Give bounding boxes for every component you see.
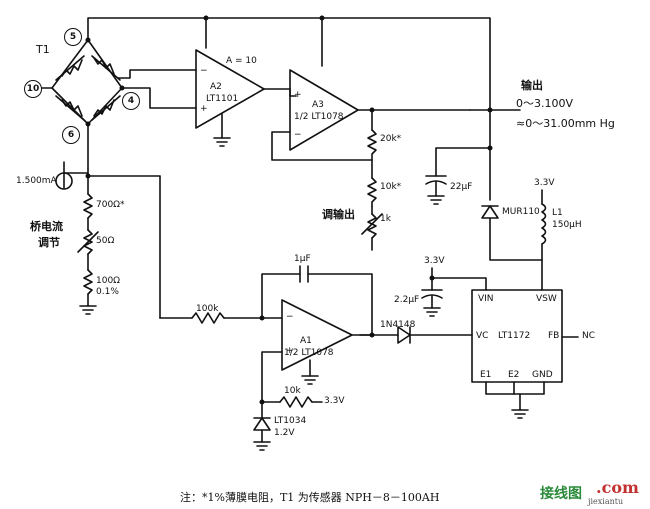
bridge-current-chain <box>55 123 161 315</box>
c-22u-label: 22μF <box>450 182 473 192</box>
amplifier-a3 <box>271 69 521 251</box>
watermark-sub: jiexiantu <box>588 497 624 506</box>
sensor-bridge <box>35 39 197 125</box>
ic-vin-label: VIN <box>478 294 494 304</box>
r-10k-b-label: 10k <box>284 386 301 396</box>
node-5-marker: 5 <box>64 28 82 46</box>
c-1u-label: 1μF <box>294 254 311 264</box>
adjust-output-label: 调输出 <box>322 208 355 221</box>
a1-part: 1/2 LT1078 <box>284 348 334 358</box>
v33-c-label: 3.3V <box>324 396 345 406</box>
bridge-adjust-label-2: 调节 <box>38 236 60 249</box>
ic-e2-label: E2 <box>508 370 520 380</box>
output-label: 输出 <box>521 79 543 92</box>
output-voltage: 0～3.100V <box>516 97 574 110</box>
a3-plus: + <box>294 90 302 100</box>
watermark-brand: 接线图 <box>540 486 582 502</box>
a1-minus: − <box>286 312 294 322</box>
figure-caption: 注：*1%薄膜电阻，T1 为传感器 NPH－8－100AH <box>180 491 440 504</box>
amplifier-a1 <box>159 175 373 403</box>
ic-lt1172 <box>409 267 579 419</box>
ic-fb-label: FB <box>548 331 560 341</box>
c-2-2u-label: 2.2μF <box>394 295 420 305</box>
a2-part: LT1101 <box>206 94 239 104</box>
node-10-marker: 10 <box>24 80 42 98</box>
a2-plus: + <box>200 104 208 114</box>
v33-b-label: 3.3V <box>424 256 445 266</box>
gain-label: A = 10 <box>226 56 257 66</box>
ref-part-label: LT1034 <box>274 416 307 426</box>
d-1n4148-label: 1N4148 <box>380 320 416 330</box>
supply-branch <box>425 109 547 291</box>
output-pressure: ≈0～31.00mm Hg <box>516 117 615 130</box>
r-1k-label: 1k <box>380 214 391 224</box>
node-6-marker: 6 <box>62 126 80 144</box>
l1-label: L1 <box>552 208 563 218</box>
ic-e1-label: E1 <box>480 370 492 380</box>
a3-name: A3 <box>312 100 324 110</box>
a1-name: A1 <box>300 336 312 346</box>
top-rail-wire <box>87 17 491 111</box>
l1-value: 150μH <box>552 220 582 230</box>
bridge-adjust-label-1: 桥电流 <box>30 220 63 233</box>
watermark-suffix: .com <box>596 478 639 497</box>
reference-lt1034 <box>253 396 323 451</box>
a3-part: 1/2 LT1078 <box>294 112 344 122</box>
r-700-label: 700Ω* <box>96 200 125 210</box>
ic-gnd-label: GND <box>532 370 553 380</box>
t1-label: T1 <box>36 43 50 56</box>
mur110-label: MUR110 <box>502 207 540 217</box>
r-20k-label: 20k* <box>380 134 402 144</box>
r-100-label: 100Ω <box>96 276 121 286</box>
ic-vc-label: VC <box>476 331 489 341</box>
amplifier-a2 <box>195 49 297 147</box>
r-100k-label: 100k <box>196 304 219 314</box>
a2-minus: − <box>200 66 208 76</box>
ic-vsw-label: VSW <box>536 294 557 304</box>
r-100-tol-label: 0.1% <box>96 287 119 297</box>
node-4-marker: 4 <box>122 92 140 110</box>
r-10k-label: 10k* <box>380 182 402 192</box>
ref-voltage-label: 1.2V <box>274 428 295 438</box>
a1-plus: + <box>286 346 294 356</box>
current-source-label: 1.500mA <box>16 176 57 186</box>
ic-nc-label: NC <box>582 331 596 341</box>
v33-a-label: 3.3V <box>534 178 555 188</box>
a3-minus: − <box>294 130 302 140</box>
ic-part-label: LT1172 <box>498 331 531 341</box>
a2-name: A2 <box>210 82 222 92</box>
r-50-label: 50Ω <box>96 236 115 246</box>
